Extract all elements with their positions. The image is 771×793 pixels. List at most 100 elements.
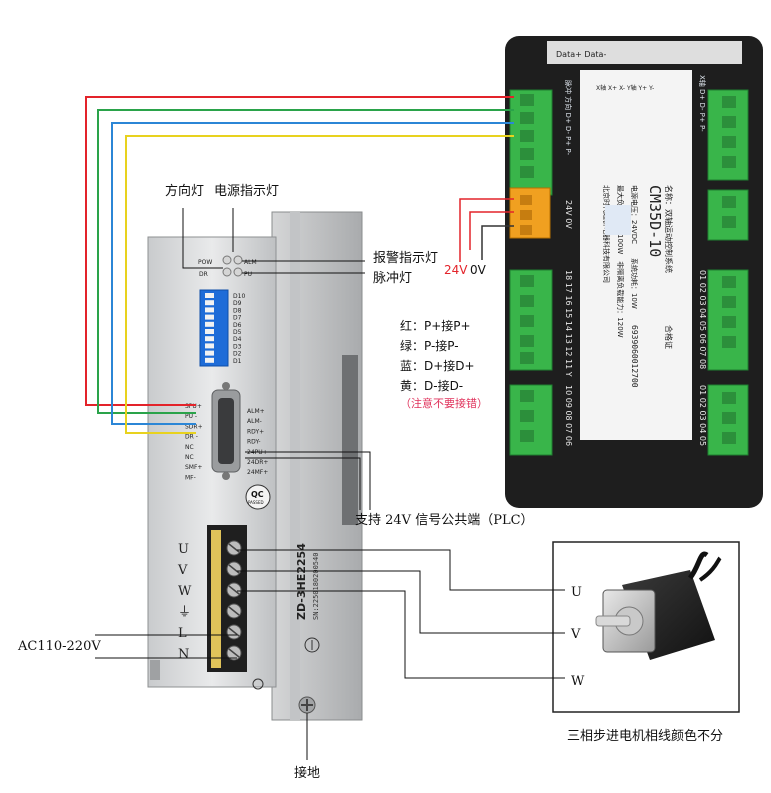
terminal-label: V	[177, 563, 188, 578]
svg-text:X轴 X+ X- Y轴 Y+ Y-: X轴 X+ X- Y轴 Y+ Y-	[596, 84, 654, 92]
dip-label: D8	[233, 307, 242, 314]
terminal-screw[interactable]	[226, 582, 242, 598]
qc-sticker	[245, 484, 271, 510]
pow-label: POW	[198, 259, 212, 266]
connector-screw-bottom	[222, 472, 230, 480]
signal-label-right: ALM-	[247, 418, 262, 425]
signal-label-right: RDY-	[247, 439, 261, 446]
signal-label-right: 24DR+	[247, 459, 268, 466]
motor-frame	[552, 541, 740, 713]
signal-label-left: DR -	[185, 434, 198, 441]
terminal-block-right-upper[interactable]	[707, 189, 749, 241]
wire-green	[97, 109, 514, 414]
dip-label: D10	[233, 293, 245, 300]
svg-text:脉冲 方向 D+ D- P+ P-: 脉冲 方向 D+ D- P+ P-	[564, 80, 573, 155]
brand-logo	[605, 205, 631, 235]
controller-label-sticker	[580, 70, 692, 440]
terminal-screw[interactable]	[226, 561, 242, 577]
dip-slot[interactable]	[205, 321, 214, 327]
terminal-block-left-bottom[interactable]	[509, 384, 553, 456]
signal-wires	[85, 96, 514, 434]
signal-label-right: 24MF+	[247, 469, 268, 476]
dip-switch-slots	[205, 293, 214, 363]
driver-serial: SN:2250180200540	[312, 553, 320, 620]
terminal-screw[interactable]	[226, 540, 242, 556]
pu-label: PU	[244, 271, 252, 278]
dip-label: D6	[233, 322, 242, 329]
dip-label: D1	[233, 358, 242, 365]
dip-label: D7	[233, 315, 242, 322]
terminal-block-right-top[interactable]	[707, 89, 749, 181]
wiring-green: 绿：P-接P-	[400, 338, 459, 353]
signal-label-left: SDR+	[185, 423, 203, 430]
terminal-label: ⏚	[178, 605, 191, 620]
leader-lines	[95, 208, 565, 760]
pulse-light-label: 脉冲灯	[373, 271, 412, 286]
qc-sub: PASSED	[248, 500, 264, 505]
dip-slot[interactable]	[205, 357, 214, 363]
terminal-screw[interactable]	[226, 645, 242, 661]
signal-label-right: ALM+	[247, 408, 265, 415]
signal-label-left: MF-	[185, 474, 196, 481]
ac-input-label: AC110-220V	[17, 639, 101, 654]
svg-text:电源电压：24VDC 系统功耗：10W: 电源电压：24VDC 系统功耗：10W	[630, 185, 639, 309]
dip-label: D4	[233, 336, 242, 343]
wiring-blue: 蓝：D+接D+	[400, 358, 475, 373]
ground-label: 接地	[294, 765, 320, 781]
din-rail-clip	[342, 355, 358, 525]
terminal-block-left-top[interactable]	[509, 89, 553, 196]
terminal-block-left-mid[interactable]	[509, 269, 553, 371]
power-light-label: 电源指示灯	[214, 184, 279, 199]
dip-label: D9	[233, 300, 242, 307]
phase-u-label: U	[571, 585, 582, 600]
stepper-motor	[552, 541, 740, 713]
wire-blue	[111, 122, 514, 425]
terminal-block-power[interactable]	[509, 187, 551, 239]
dip-slot[interactable]	[205, 300, 214, 306]
svg-text:01 02 03 04 05 06 07 08: 01 02 03 04 05 06 07 08	[698, 270, 707, 369]
svg-text:X轴 D+ D- P+ P-: X轴 D+ D- P+ P-	[698, 75, 707, 132]
dip-slot[interactable]	[205, 329, 214, 334]
phase-v-label: V	[570, 627, 581, 642]
terminal-screw[interactable]	[226, 624, 242, 640]
connector-screw-top	[222, 382, 230, 390]
dip-slot[interactable]	[205, 343, 214, 349]
controller-qualified: 合格证	[664, 325, 674, 349]
motor-note: 三相步进电机相线颜色不分	[567, 728, 723, 744]
terminal-labels: UVW⏚LN	[177, 542, 192, 662]
pu-led	[233, 267, 243, 277]
phase-w-label: W	[571, 674, 585, 689]
svg-text:01 02 03 04 05: 01 02 03 04 05	[698, 385, 707, 446]
dip-label: D2	[233, 351, 242, 358]
controller-header: Data+ Data-	[556, 50, 606, 59]
terminal-block-right-mid[interactable]	[707, 269, 749, 371]
pow-led	[222, 255, 232, 265]
terminal-screw[interactable]	[226, 603, 242, 619]
svg-text:名称：双轴运动控制系统: 名称：双轴运动控制系统	[664, 185, 674, 273]
controller: Data+ Data- 名称：双轴运动控制系统 CM35D-10 电源电压：24…	[505, 36, 763, 508]
wiring-yellow: 黄：D-接D-	[400, 378, 463, 393]
terminal-block-right-bottom[interactable]	[707, 384, 749, 456]
dip-slot[interactable]	[205, 293, 214, 298]
dip-slot[interactable]	[205, 336, 214, 342]
svg-text:18 17 16 15 14 13 12 11 Y: 18 17 16 15 14 13 12 11 Y	[564, 270, 573, 377]
dip-label: D3	[233, 343, 242, 350]
dip-slot[interactable]	[205, 350, 214, 356]
ground-symbol-small	[252, 678, 264, 690]
alm-label: ALM	[244, 259, 257, 266]
dip-slot[interactable]	[205, 314, 214, 320]
terminal-label: L	[178, 626, 187, 641]
alm-led	[233, 255, 243, 265]
signal-label-right: RDY+	[247, 428, 264, 435]
dr-led	[222, 267, 232, 277]
wire-red	[85, 96, 514, 406]
qc-label: QC	[251, 490, 264, 499]
dr-label: DR	[199, 271, 208, 278]
dip-slot[interactable]	[205, 307, 214, 313]
driver-model: ZD-3HE2254	[295, 543, 308, 620]
controller-barcode: 6939060012700	[630, 325, 639, 388]
signal-label-left: SPU+	[185, 403, 202, 410]
controller-header-strip	[547, 41, 742, 64]
